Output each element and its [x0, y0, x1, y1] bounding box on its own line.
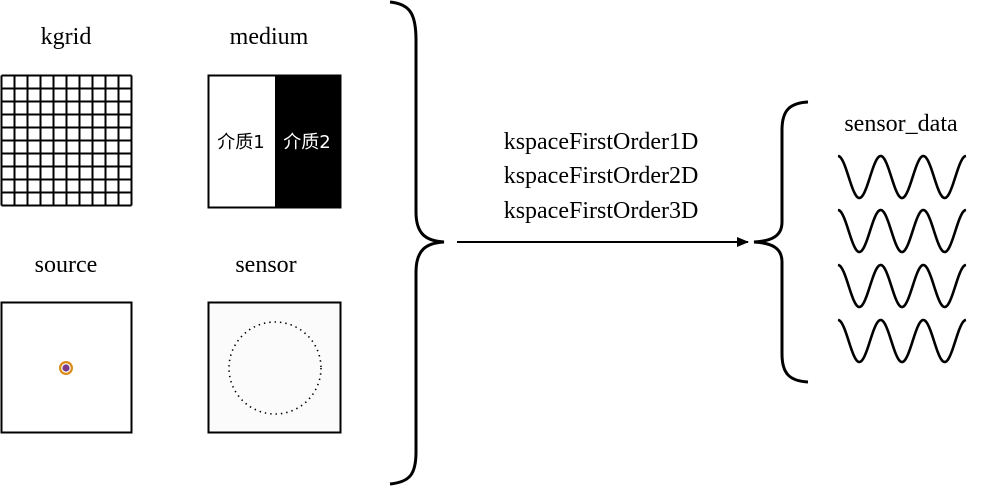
- source-label: source: [35, 252, 98, 278]
- sensor-data-trace: [837, 154, 967, 200]
- sensor-data-trace: [837, 208, 967, 254]
- sensor-data-panel: sensor_data: [837, 111, 967, 364]
- source-panel: source: [0, 252, 133, 434]
- sensor-label: sensor: [235, 252, 296, 278]
- kgrid-label: kgrid: [41, 24, 92, 50]
- kgrid-panel: kgrid: [0, 24, 133, 207]
- sensor-data-trace: [837, 263, 967, 309]
- solver-functions: kspaceFirstOrder1D kspaceFirstOrder2D ks…: [504, 129, 699, 224]
- medium-region-2: [275, 75, 341, 208]
- input-group-brace: [389, 0, 445, 486]
- function-1d-label: kspaceFirstOrder1D: [504, 129, 699, 155]
- sensor-panel: sensor: [207, 252, 342, 434]
- medium-label: medium: [230, 24, 309, 50]
- medium-region-1-label: 介质1: [217, 132, 264, 153]
- output-group-brace: [753, 100, 809, 384]
- medium-region-2-label: 介质2: [283, 132, 330, 153]
- source-point: [61, 363, 71, 373]
- sensor-mask-circle: [228, 321, 322, 415]
- function-2d-label: kspaceFirstOrder2D: [504, 163, 699, 189]
- medium-panel: medium 介质1 介质2: [207, 24, 342, 209]
- sensor-data-trace: [837, 318, 967, 364]
- sensor-data-waves: [837, 154, 967, 364]
- sensor-data-label: sensor_data: [844, 111, 958, 137]
- sensor-box: [207, 301, 342, 434]
- kgrid-grid: [0, 74, 133, 207]
- function-3d-label: kspaceFirstOrder3D: [504, 198, 699, 224]
